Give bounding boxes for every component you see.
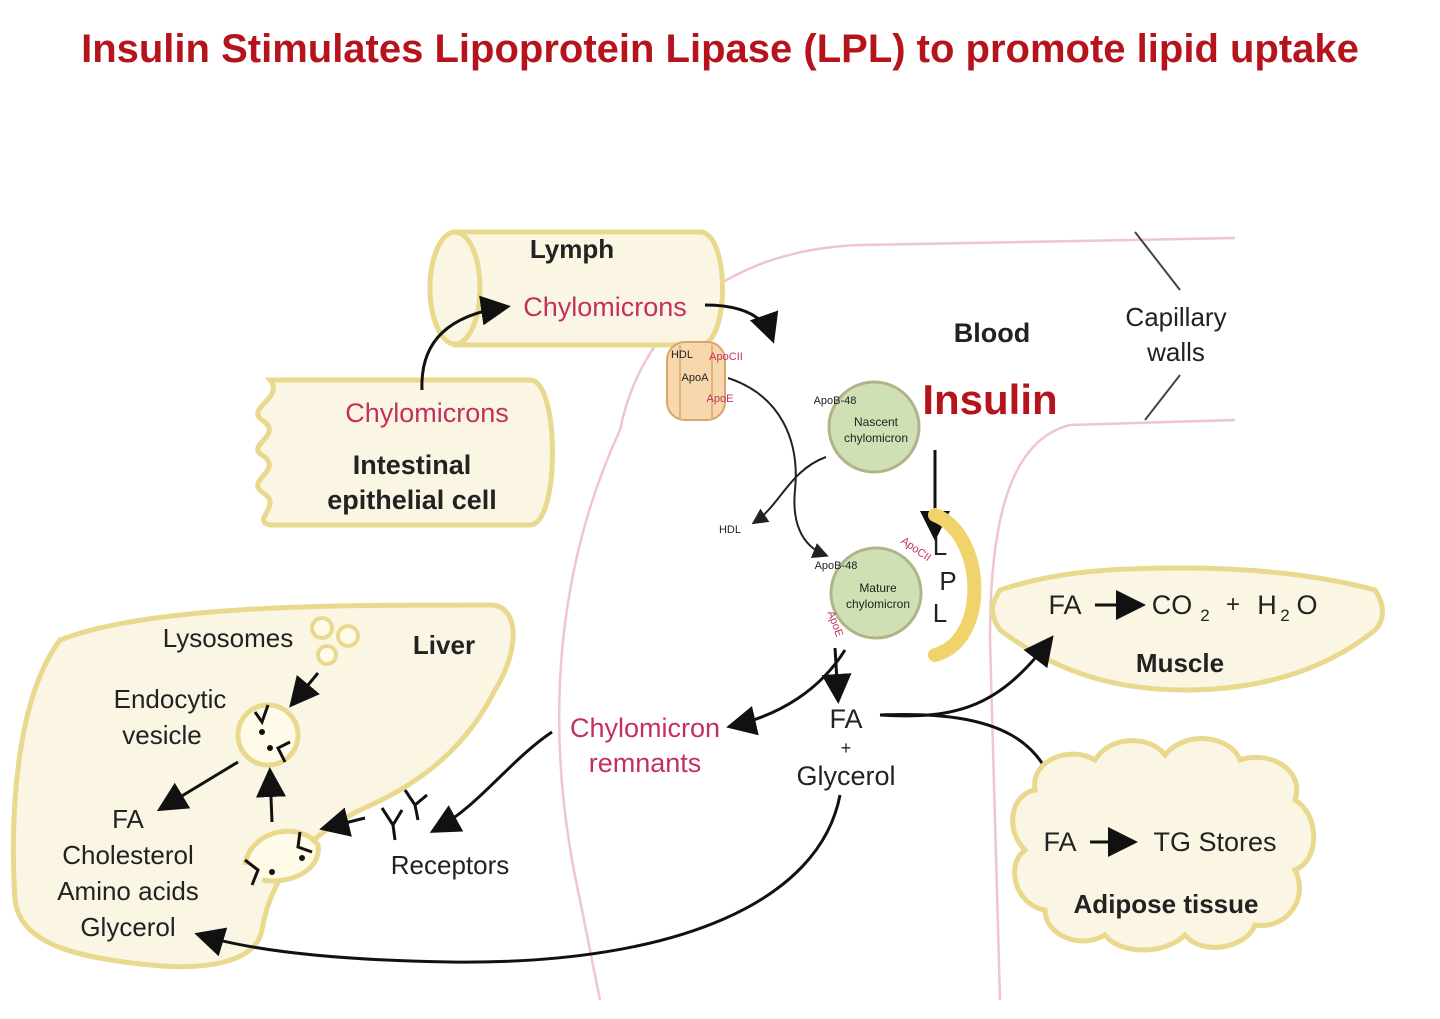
mature-chylomicron bbox=[829, 546, 923, 640]
remnants-label-line1: Chylomicron bbox=[570, 713, 720, 743]
muscle-fa-label: FA bbox=[1048, 590, 1081, 620]
lysosome-2 bbox=[336, 624, 360, 648]
nascent-chylomicron bbox=[827, 380, 921, 474]
adipose-fa-label: FA bbox=[1043, 827, 1076, 857]
insulin-label: Insulin bbox=[922, 376, 1057, 423]
arrow-remnants-to-receptors bbox=[429, 730, 553, 833]
adipose-tissue bbox=[1010, 736, 1317, 953]
liver-fa-label: FA bbox=[112, 804, 144, 834]
capillary-label-line1: Capillary bbox=[1125, 302, 1226, 332]
page-title: Insulin Stimulates Lipoprotein Lipase (L… bbox=[81, 27, 1359, 71]
tg-stores-label: TG Stores bbox=[1153, 827, 1276, 857]
lymph-label: Lymph bbox=[530, 234, 614, 264]
nascent-label-line2: chylomicron bbox=[844, 431, 908, 445]
arrow-glycerol-to-liver bbox=[194, 794, 842, 964]
mature-label-line2: chylomicron bbox=[846, 597, 910, 611]
apob48-mature-label: ApoB-48 bbox=[815, 560, 858, 572]
arrow-pit-to-vesicle bbox=[255, 767, 286, 823]
fa-center-label: FA bbox=[829, 704, 862, 734]
arrow-lymph-to-blood bbox=[704, 303, 779, 344]
arrow-receptor-to-pit bbox=[319, 807, 366, 837]
muscle-label: Muscle bbox=[1136, 648, 1224, 678]
lysosome-1 bbox=[310, 616, 334, 640]
apocii-hdl-label: ApoCII bbox=[709, 351, 743, 363]
arrow-cell-to-lymph bbox=[420, 295, 511, 391]
hdl-particle-label: HDL bbox=[671, 349, 693, 361]
arrow-fa-to-muscle bbox=[879, 635, 1054, 718]
plus-center-label: + bbox=[841, 738, 852, 758]
muscle-h2o-o: O bbox=[1296, 590, 1317, 620]
adipose-label: Adipose tissue bbox=[1074, 889, 1259, 919]
amino-acids-label: Amino acids bbox=[57, 876, 199, 906]
arrow-nascent-to-hdl bbox=[751, 456, 827, 525]
lpl-letter-l2: L bbox=[933, 598, 947, 628]
liver-label: Liver bbox=[413, 630, 475, 660]
lysosomes-label: Lysosomes bbox=[163, 623, 294, 653]
capillary-label-line2: walls bbox=[1146, 337, 1205, 367]
remnants-label-line2: remnants bbox=[589, 748, 702, 778]
muscle-plus-sign: + bbox=[1226, 591, 1240, 618]
endocytic-label-line1: Endocytic bbox=[114, 684, 227, 714]
mature-label-line1: Mature bbox=[859, 581, 897, 595]
arrow-mature-to-remnants bbox=[726, 649, 847, 736]
lpl-enzyme bbox=[928, 508, 982, 662]
nascent-label-line1: Nascent bbox=[854, 415, 899, 429]
intestinal-label-line1: Intestinal bbox=[353, 450, 472, 480]
endocytic-label-line2: vesicle bbox=[122, 720, 201, 750]
muscle-co2-label: CO bbox=[1152, 590, 1193, 620]
hdl-out-label: HDL bbox=[719, 524, 741, 536]
apob48-nascent-label: ApoB-48 bbox=[814, 395, 857, 407]
capillary-pointer-top bbox=[1134, 231, 1181, 291]
endocytic-vesicle bbox=[235, 702, 301, 768]
lpl-letter-l1: L bbox=[933, 531, 947, 561]
liver-glycerol-label: Glycerol bbox=[80, 912, 175, 942]
lysosome-3 bbox=[316, 644, 338, 666]
hdl-particle bbox=[666, 341, 726, 421]
pit-receptors bbox=[244, 831, 313, 886]
arrow-vesicle-to-products bbox=[156, 760, 239, 812]
muscle-h2o-subscript: 2 bbox=[1280, 606, 1289, 625]
muscle-co2-subscript: 2 bbox=[1200, 606, 1209, 625]
glycerol-center-label: Glycerol bbox=[796, 761, 895, 791]
arrow-mature-to-fa bbox=[821, 647, 852, 704]
arrow-hdl-to-mature bbox=[727, 377, 829, 558]
apoe-hdl-label: ApoE bbox=[707, 393, 734, 405]
chylomicrons-cell-label: Chylomicrons bbox=[345, 398, 509, 428]
arrow-lysosome-to-vesicle bbox=[289, 672, 320, 708]
capillary-pointer-bottom bbox=[1144, 374, 1181, 421]
intestinal-cell bbox=[255, 377, 555, 528]
blood-label: Blood bbox=[954, 318, 1030, 348]
cholesterol-label: Cholesterol bbox=[62, 840, 194, 870]
apoa-label: ApoA bbox=[682, 372, 710, 384]
receptors-label: Receptors bbox=[391, 850, 510, 880]
lpl-letter-p: P bbox=[939, 566, 956, 596]
chylomicrons-lymph-label: Chylomicrons bbox=[523, 292, 687, 322]
vesicle-receptors bbox=[253, 704, 291, 763]
intestinal-label-line2: epithelial cell bbox=[327, 485, 497, 515]
muscle-h2o-h: H bbox=[1257, 590, 1277, 620]
surface-receptors bbox=[380, 789, 428, 841]
